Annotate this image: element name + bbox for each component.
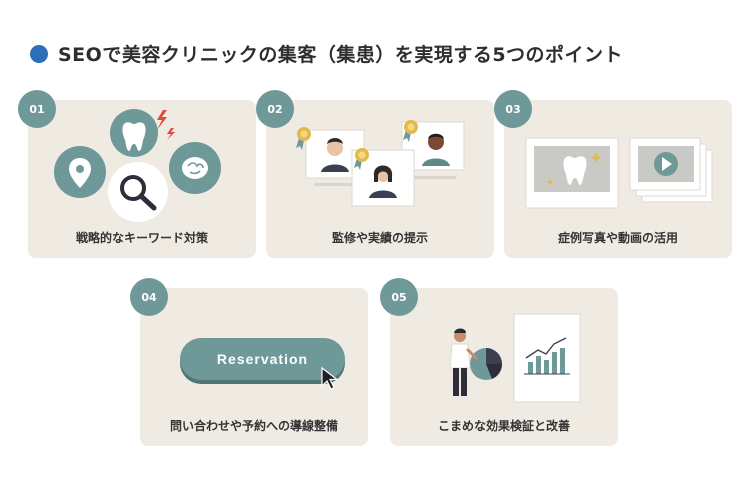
- card-number-badge: 04: [130, 278, 168, 316]
- title-bullet-icon: [30, 44, 48, 63]
- reservation-button[interactable]: Reservation: [180, 338, 345, 380]
- person-icon: [449, 328, 478, 396]
- card-caption: 問い合わせや予約への導線整備: [169, 419, 338, 433]
- profile-card-icon: [351, 149, 415, 207]
- card-number-badge: 03: [494, 90, 532, 128]
- magnifier-icon: [108, 162, 168, 222]
- award-ribbon-icon: [403, 120, 418, 142]
- card-caption: 監修や実績の提示: [331, 231, 428, 245]
- tooth-icon: [110, 109, 158, 157]
- card-caption: こまめな効果検証と改善: [437, 419, 570, 433]
- point-card-05: 05 こまめな効果検証と改善: [380, 278, 618, 446]
- point-card-04: Reservation 04 問い合わせや予約への導線整備: [130, 278, 368, 446]
- supervision-illustration: [296, 120, 465, 207]
- video-play-icon: [629, 137, 713, 203]
- card-number-badge: 02: [256, 90, 294, 128]
- card-number-badge: 01: [18, 90, 56, 128]
- photo-tooth-icon: [525, 137, 619, 209]
- bar-chart-board-icon: [513, 313, 581, 403]
- lightning-icon: [157, 110, 175, 140]
- page-title: SEOで美容クリニックの集客（集患）を実現する5つのポイント: [58, 44, 624, 66]
- cursor-arrow-icon: [321, 366, 339, 390]
- pie-chart-icon: [470, 348, 503, 380]
- title-row: SEOで美容クリニックの集客（集患）を実現する5つのポイント: [30, 40, 623, 67]
- card-number-badge: 05: [380, 278, 418, 316]
- brain-icon: [169, 142, 221, 194]
- point-card-01: 01 戦略的なキーワード対策: [18, 90, 256, 258]
- case-photo-illustration: [525, 137, 713, 209]
- keyword-illustration: [54, 109, 221, 222]
- award-ribbon-icon: [296, 127, 311, 150]
- card-caption: 戦略的なキーワード対策: [75, 231, 208, 245]
- analysis-illustration: [449, 313, 581, 403]
- map-pin-icon: [54, 146, 106, 198]
- point-card-03: 03 症例写真や動画の活用: [494, 90, 732, 258]
- point-card-02: 02 監修や実績の提示: [256, 90, 494, 258]
- card-caption: 症例写真や動画の活用: [557, 231, 678, 245]
- award-ribbon-icon: [354, 148, 369, 170]
